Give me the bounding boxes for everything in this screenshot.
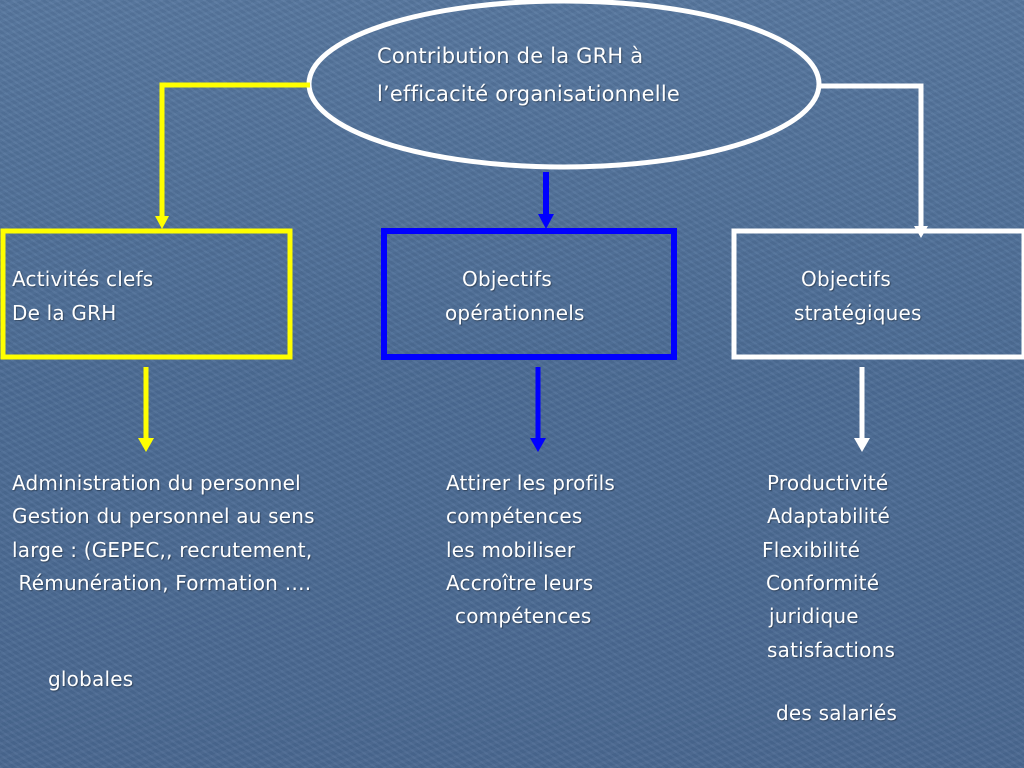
right-detail-7: des salariés xyxy=(776,701,898,725)
right-detail-2: Adaptabilité xyxy=(767,504,890,528)
left-detail-1: Administration du personnel xyxy=(12,471,301,495)
center-detail-5: compétences xyxy=(455,604,592,628)
center-detail-4: Accroître leurs xyxy=(446,571,594,595)
box-left-line-2: De la GRH xyxy=(12,301,117,325)
box-center-line-1: Objectifs xyxy=(462,267,552,291)
center-detail-2: compétences xyxy=(446,504,583,528)
right-detail-5: juridique xyxy=(769,604,859,628)
box-objectifs-strategiques xyxy=(731,228,1024,360)
white-connector-line xyxy=(818,83,924,230)
right-detail-1: Productivité xyxy=(767,471,889,495)
box-right-line-1: Objectifs xyxy=(801,267,891,291)
yellow-down-arrowhead xyxy=(138,438,154,452)
left-detail-2: Gestion du personnel au sens xyxy=(12,504,315,528)
yellow-connector-line xyxy=(159,82,310,222)
blue-down-arrowhead xyxy=(530,438,546,452)
left-detail-5: globales xyxy=(48,667,134,691)
box-left-line-1: Activités clefs xyxy=(12,267,154,291)
center-detail-1: Attirer les profils xyxy=(446,471,615,495)
box-center-line-2: opérationnels xyxy=(445,301,585,325)
center-detail-3: les mobiliser xyxy=(446,538,576,562)
box-objectifs-operationnels xyxy=(381,228,677,360)
right-detail-4: Conformité xyxy=(766,571,880,595)
white-down-arrowhead xyxy=(854,438,870,452)
yellow-connector-arrowhead xyxy=(155,216,169,229)
box-right-line-2: stratégiques xyxy=(794,301,922,325)
title-line-2: l’efficacité organisationnelle xyxy=(377,82,680,106)
right-detail-3: Flexibilité xyxy=(762,538,861,562)
box-activites-clefs xyxy=(0,228,293,360)
blue-connector-arrowhead xyxy=(538,214,554,229)
right-detail-6: satisfactions xyxy=(767,638,896,662)
title-line-1: Contribution de la GRH à xyxy=(377,44,644,68)
left-detail-3: large : (GEPEC,, recrutement, xyxy=(12,538,313,562)
left-detail-4: Rémunération, Formation …. xyxy=(12,571,312,595)
